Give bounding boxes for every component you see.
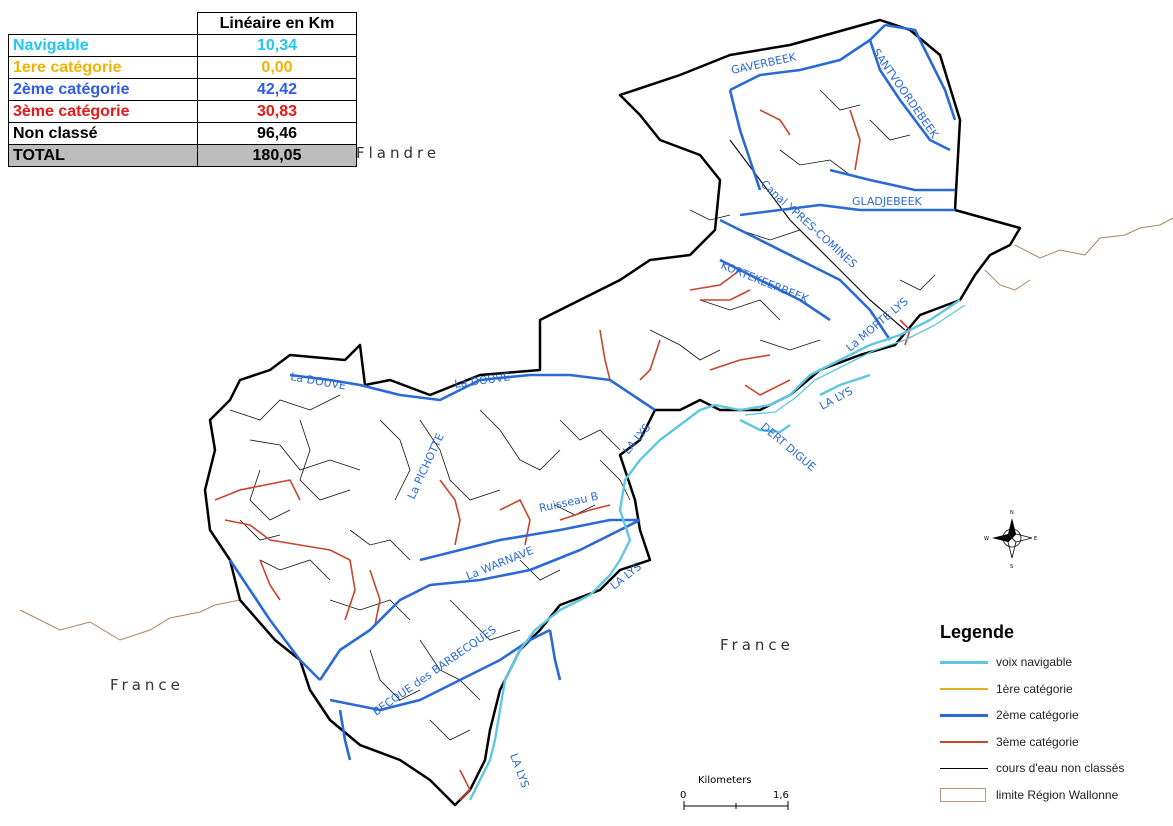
label-canal: Canal YPRES-COMINES [758,178,859,271]
label-ruisseau: Ruisseau B [538,490,600,515]
legend-item: cours d'eau non classés [940,755,1170,782]
legend-label: limite Région Wallonne [996,787,1119,802]
legend-item: 1ère catégorie [940,676,1170,703]
region-labels: Flandre France France [110,144,794,694]
second-category-streams [228,23,957,761]
label-douve-2: La DOUVE [454,370,511,391]
legend-item: limite Région Wallonne [940,782,1170,809]
total-name: TOTAL [8,144,198,167]
svg-text:S: S [1010,564,1013,570]
table-header-row: Linéaire en Km [9,12,357,35]
region-france-right: France [720,636,794,654]
compass-icon: N S E W [984,510,1037,570]
label-lys-2: LA LYS [817,384,855,412]
row-name: Navigable [8,34,198,57]
map-legend: Legende voix navigable 1ère catégorie 2ème… [940,622,1170,808]
legend-symbol [940,760,990,776]
total-value: 180,05 [197,144,357,167]
legend-symbol [940,707,990,723]
svg-text:N: N [1010,510,1014,516]
commune-boundary [203,18,1022,807]
region-france-left: France [110,676,184,694]
scale-bar: Kilometers 0 1,6 [680,775,789,810]
length-table: Linéaire en Km Navigable 10,34 1ere caté… [8,12,357,167]
row-name: 2ème catégorie [8,78,198,101]
legend-symbol [940,734,990,750]
legend-label: 2ème catégorie [996,708,1079,723]
legend-symbol [940,681,990,697]
label-lys-4: LA LYS [507,752,531,790]
label-morte-lys: La MORTE LYS [844,295,911,354]
label-douve-1: La DOUVE [289,370,346,393]
legend-label: cours d'eau non classés [996,761,1125,776]
legend-symbol [940,654,990,670]
non-classified-streams [229,89,936,741]
legend-symbol [940,787,990,803]
navigable-waterways [468,299,966,801]
table-row: 2ème catégorie 42,42 [8,78,357,101]
table-row: Navigable 10,34 [8,34,357,57]
row-value: 96,46 [197,122,357,145]
row-value: 10,34 [197,34,357,57]
legend-item: 2ème catégorie [940,702,1170,729]
svg-text:E: E [1034,536,1037,542]
table-total-row: TOTAL 180,05 [8,144,357,167]
legend-label: voix navigable [996,655,1073,670]
row-name: Non classé [8,122,198,145]
region-border [19,217,1173,641]
row-value: 30,83 [197,100,357,123]
row-name: 1ere catégorie [8,56,198,79]
row-value: 0,00 [197,56,357,79]
row-name: 3ème catégorie [8,100,198,123]
region-flandre: Flandre [356,144,440,162]
legend-item: 3ème catégorie [940,729,1170,756]
label-gladjebeek: GLADJEBEEK [852,195,923,208]
table-row: 3ème catégorie 30,83 [8,100,357,123]
legend-title: Legende [940,622,1015,642]
scale-end: 1,6 [773,790,789,801]
row-value: 42,42 [197,78,357,101]
scale-start: 0 [680,790,686,801]
legend-label: 3ème catégorie [996,734,1079,749]
table-row: 1ere catégorie 0,00 [8,56,357,79]
table-corner [9,13,198,35]
label-dert-digue: DERT DIGUE [758,420,818,474]
table-row: Non classé 96,46 [8,122,357,145]
scale-title: Kilometers [698,775,752,786]
svg-text:W: W [984,536,989,542]
legend-label: 1ère catégorie [996,681,1073,696]
label-pichotte: La PICHOTTE [405,431,447,501]
legend-items: voix navigable 1ère catégorie 2ème catégor… [940,649,1170,808]
legend-item: voix navigable [940,649,1170,676]
third-category-streams [214,109,911,801]
table-header: Linéaire en Km [197,12,357,35]
